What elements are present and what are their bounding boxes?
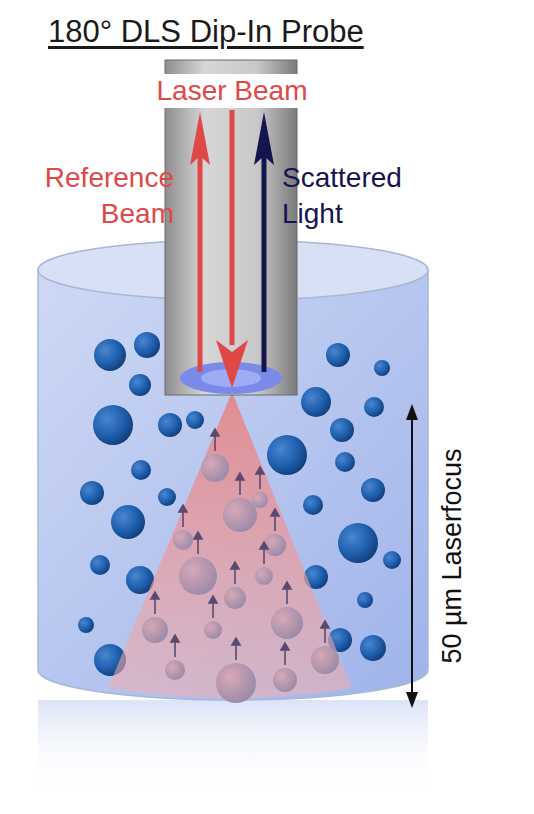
particle: [374, 360, 390, 376]
particle: [201, 454, 229, 482]
particle: [361, 478, 385, 502]
scatter-arrowhead: [283, 582, 291, 589]
scatter-arrowhead: [256, 467, 264, 474]
scatter-arrowhead: [231, 562, 239, 569]
dimension-head: [406, 404, 418, 420]
particle: [252, 492, 268, 508]
particle: [134, 332, 160, 358]
scatter-arrowhead: [179, 505, 187, 512]
particle: [131, 460, 151, 480]
scatter-arrowhead: [236, 473, 244, 480]
particle: [78, 617, 94, 633]
scatter-arrowhead: [232, 638, 240, 645]
particle: [93, 405, 133, 445]
particle: [383, 551, 401, 569]
reference-beam: [198, 150, 203, 372]
reflection: [38, 700, 428, 790]
particle: [94, 339, 126, 371]
particle: [90, 555, 110, 575]
particle: [271, 607, 303, 639]
beam-label: Scattered Light: [282, 160, 442, 232]
scattering-particles: [142, 454, 339, 703]
particle: [338, 523, 378, 563]
scattered-arrowhead: [254, 112, 274, 165]
beam-label: Laser Beam: [153, 74, 312, 108]
particle: [179, 557, 217, 595]
beam-label: Reference Beam: [14, 160, 174, 232]
scatter-arrowhead: [271, 509, 279, 516]
particle: [326, 343, 350, 367]
scatter-arrowhead: [171, 635, 179, 642]
particle: [158, 488, 176, 506]
scatter-arrowhead: [194, 532, 202, 539]
particle: [273, 668, 297, 692]
particle: [335, 452, 355, 472]
particle: [330, 418, 354, 442]
laser-cone: [108, 392, 352, 698]
particle: [301, 387, 331, 417]
scatter-arrowhead: [260, 542, 268, 549]
particle: [216, 663, 256, 703]
particle: [223, 498, 257, 532]
scatter-arrows: [151, 429, 329, 665]
scatter-arrowhead: [211, 429, 219, 436]
particle: [267, 435, 307, 475]
scatter-arrowhead: [321, 621, 329, 628]
particle: [129, 374, 151, 396]
dimension-line: [411, 415, 413, 697]
particle: [173, 530, 193, 550]
particle: [303, 495, 323, 515]
particle: [311, 646, 339, 674]
particle: [142, 617, 168, 643]
particle: [224, 587, 246, 609]
diagram-title: 180° DLS Dip-In Probe: [48, 14, 364, 50]
dimension-label: 50 µm Laserfocus: [437, 448, 467, 663]
reference-arrowhead: [190, 112, 210, 165]
probe-tube: [165, 60, 297, 395]
laser-arrowhead: [216, 340, 248, 388]
scatter-arrowhead: [151, 592, 159, 599]
particle: [165, 660, 185, 680]
dimension-head: [406, 692, 418, 708]
particle: [364, 397, 384, 417]
particle: [158, 413, 182, 437]
scattered-beam: [262, 150, 267, 372]
particle: [255, 567, 273, 585]
laser-beam: [230, 110, 235, 345]
scatter-arrowhead: [209, 596, 217, 603]
particle: [111, 505, 145, 539]
scatter-arrowhead: [281, 643, 289, 650]
particle: [186, 411, 204, 429]
particle: [360, 635, 386, 661]
particle: [264, 534, 286, 556]
particle: [204, 621, 222, 639]
particle: [357, 592, 373, 608]
particle: [80, 481, 104, 505]
